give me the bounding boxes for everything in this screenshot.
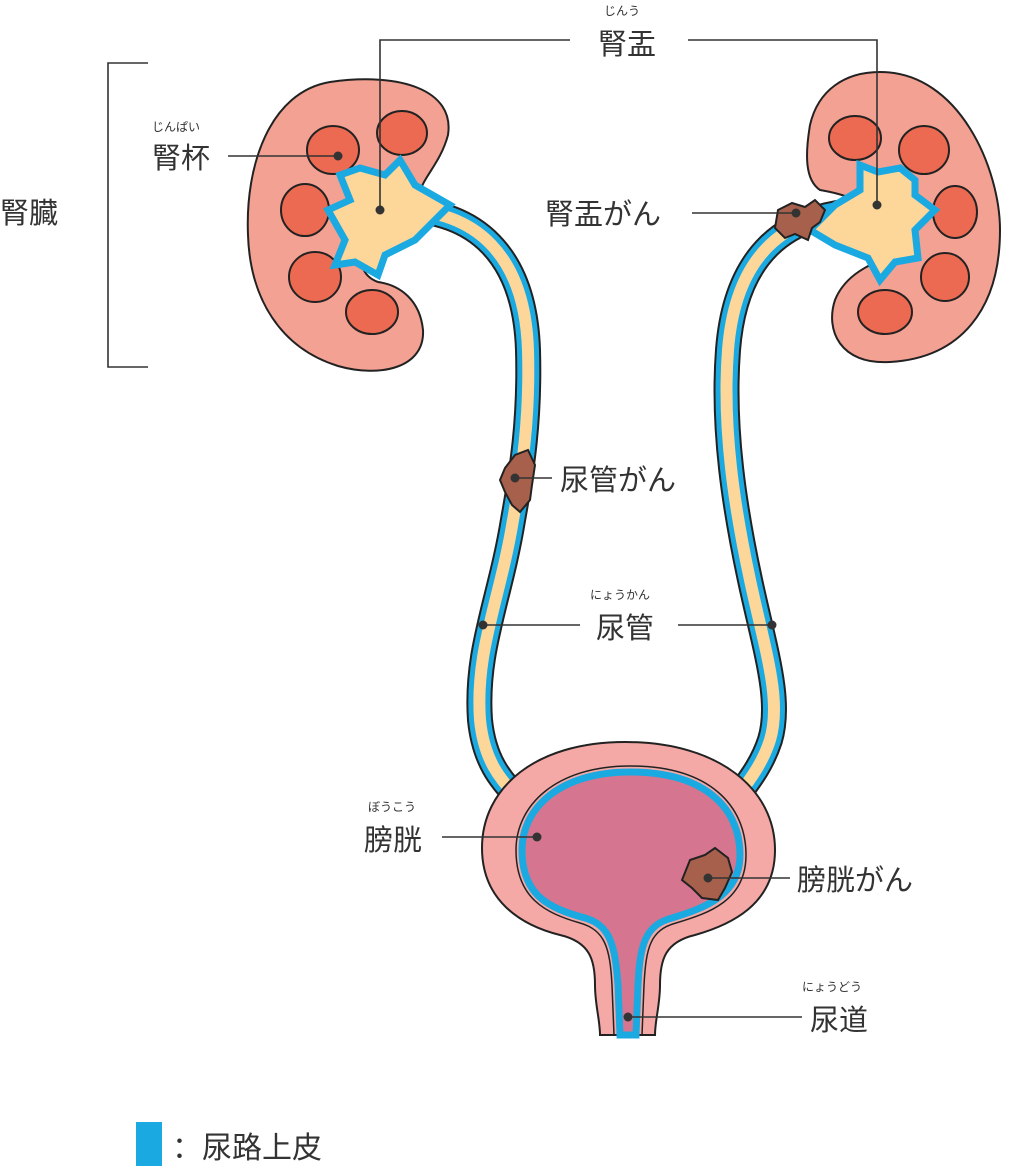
left-renal-pelvis <box>323 154 456 281</box>
label-ureter: 尿管 <box>596 611 654 645</box>
pelvis-dot-right <box>872 200 882 210</box>
label-kidney: 腎臓 <box>0 196 58 230</box>
right-medulla-2 <box>898 125 950 175</box>
bladder-dot <box>532 832 542 842</box>
label-urethra: 尿道 <box>810 1003 868 1037</box>
ureter-dot-right <box>767 620 777 630</box>
leaders <box>107 39 882 1022</box>
urethra-dot <box>623 1012 633 1022</box>
label-ureter-cancer: 尿管がん <box>560 463 676 497</box>
renal-pelvis-tumor <box>773 198 827 242</box>
legend-swatch <box>136 1122 162 1166</box>
pelvis-dot-left <box>375 205 385 215</box>
legend: ：尿路上皮 <box>136 1122 322 1166</box>
ruby-ureter: にょうかん <box>590 588 650 602</box>
pelvis-cancer-dot <box>791 208 801 218</box>
label-bladder-cancer: 膀胱がん <box>797 863 913 897</box>
left-medulla-2 <box>376 110 428 156</box>
left-medulla-4 <box>288 251 342 303</box>
left-medulla-5 <box>345 289 399 335</box>
left-medulla-3 <box>280 183 330 237</box>
right-medulla-1 <box>828 115 882 161</box>
labels: 腎臓 じんぱい 腎杯 じんう 腎盂 腎盂がん 尿管がん にょうかん 尿管 ぼうこ… <box>0 4 913 1037</box>
kidney-bracket <box>107 62 148 368</box>
bladder-epithelium-outline-2 <box>515 765 631 1036</box>
right-medulla-3 <box>932 185 978 239</box>
label-calyx: 腎杯 <box>152 141 210 175</box>
ureters <box>372 196 888 813</box>
pelvis-leader-left <box>379 39 570 210</box>
right-medulla-5 <box>857 289 913 335</box>
ruby-pelvis: じんう <box>604 4 640 18</box>
bladder <box>480 740 777 1039</box>
ruby-urethra: にょうどう <box>802 980 862 994</box>
ruby-bladder: ぼうこう <box>368 800 416 814</box>
ureter-dot-left <box>478 620 488 630</box>
legend-label: ：尿路上皮 <box>172 1131 322 1166</box>
label-pelvis: 腎盂 <box>598 27 656 61</box>
ureter-cancer-dot <box>510 473 520 483</box>
right-ureter-lumen <box>720 204 881 806</box>
pelvis-leader-right <box>688 39 878 205</box>
bladder-epithelium-outline <box>629 765 747 1036</box>
right-medulla-4 <box>920 252 970 302</box>
ruby-calyx: じんぱい <box>152 120 200 134</box>
left-medulla-1 <box>306 125 360 175</box>
label-pelvis-cancer: 腎盂がん <box>545 197 661 231</box>
label-bladder: 膀胱 <box>364 823 422 857</box>
calyx-dot <box>333 151 343 161</box>
bladder-cancer-dot <box>703 873 713 883</box>
bladder-epithelium <box>518 768 744 1039</box>
